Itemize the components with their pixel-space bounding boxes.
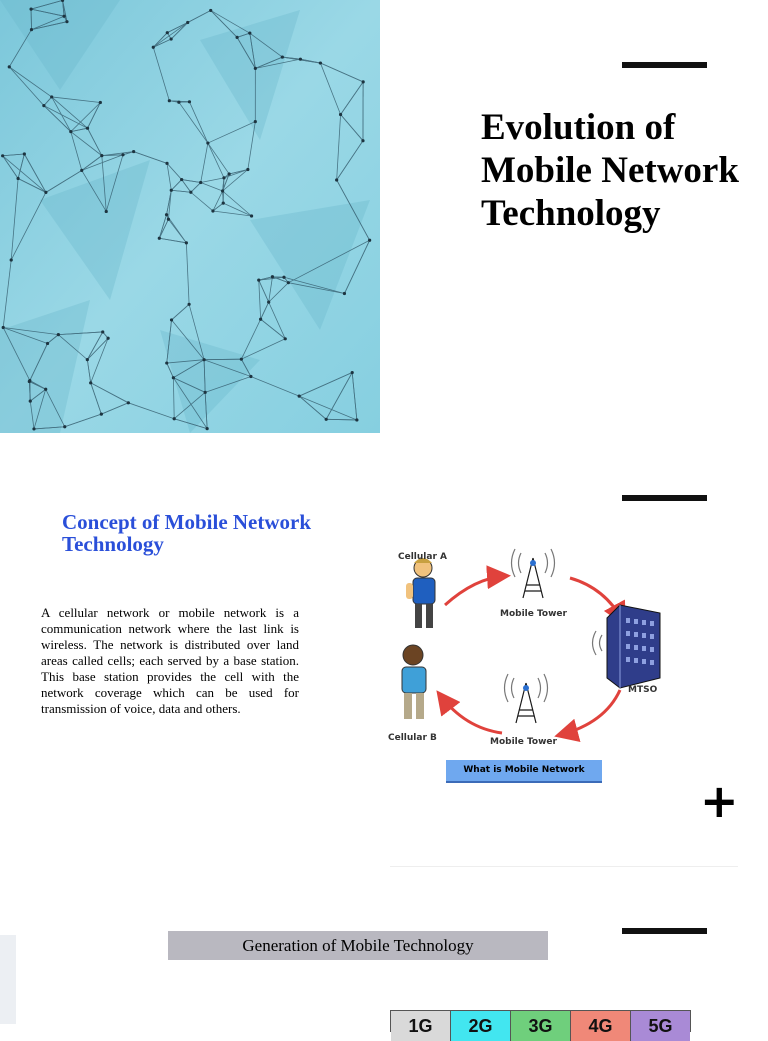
concept-title: Concept of Mobile Network Technology bbox=[62, 511, 322, 555]
mtso-building-icon bbox=[593, 605, 661, 688]
mobile-network-diagram: Cellular A Mobile Tower MTSO Cellular B … bbox=[380, 543, 680, 793]
title-slide: Evolution of Mobile Network Technology bbox=[0, 0, 768, 433]
accent-dash bbox=[622, 495, 707, 501]
plus-icon: + bbox=[700, 778, 739, 824]
generation-cell-4g: 4G bbox=[571, 1011, 631, 1041]
generation-cell-2g: 2G bbox=[451, 1011, 511, 1041]
accent-dash bbox=[622, 62, 707, 68]
person-a-icon bbox=[406, 558, 435, 628]
cellular-b-label: Cellular B bbox=[388, 733, 437, 743]
generation-cell-3g: 3G bbox=[511, 1011, 571, 1041]
generation-cell-1g: 1G bbox=[391, 1011, 451, 1041]
side-strip bbox=[0, 935, 16, 1024]
mobile-tower-icon bbox=[505, 674, 548, 723]
presentation-title: Evolution of Mobile Network Technology bbox=[481, 106, 768, 235]
concept-slide: Concept of Mobile Network Technology A c… bbox=[0, 433, 768, 865]
mobile-tower-icon bbox=[512, 549, 555, 598]
network-background-image bbox=[0, 0, 380, 433]
person-b-icon bbox=[402, 645, 426, 719]
diagram-caption: What is Mobile Network bbox=[446, 760, 602, 783]
concept-body-text: A cellular network or mobile network is … bbox=[41, 605, 299, 717]
mobile-tower-top-label: Mobile Tower bbox=[500, 609, 568, 619]
cellular-a-label: Cellular A bbox=[398, 552, 447, 562]
mobile-tower-bottom-label: Mobile Tower bbox=[490, 737, 558, 747]
accent-dash bbox=[622, 928, 707, 934]
slide-divider bbox=[390, 866, 738, 867]
generation-heading: Generation of Mobile Technology bbox=[168, 931, 548, 960]
generation-cell-5g: 5G bbox=[631, 1011, 690, 1041]
mtso-label: MTSO bbox=[628, 685, 658, 695]
